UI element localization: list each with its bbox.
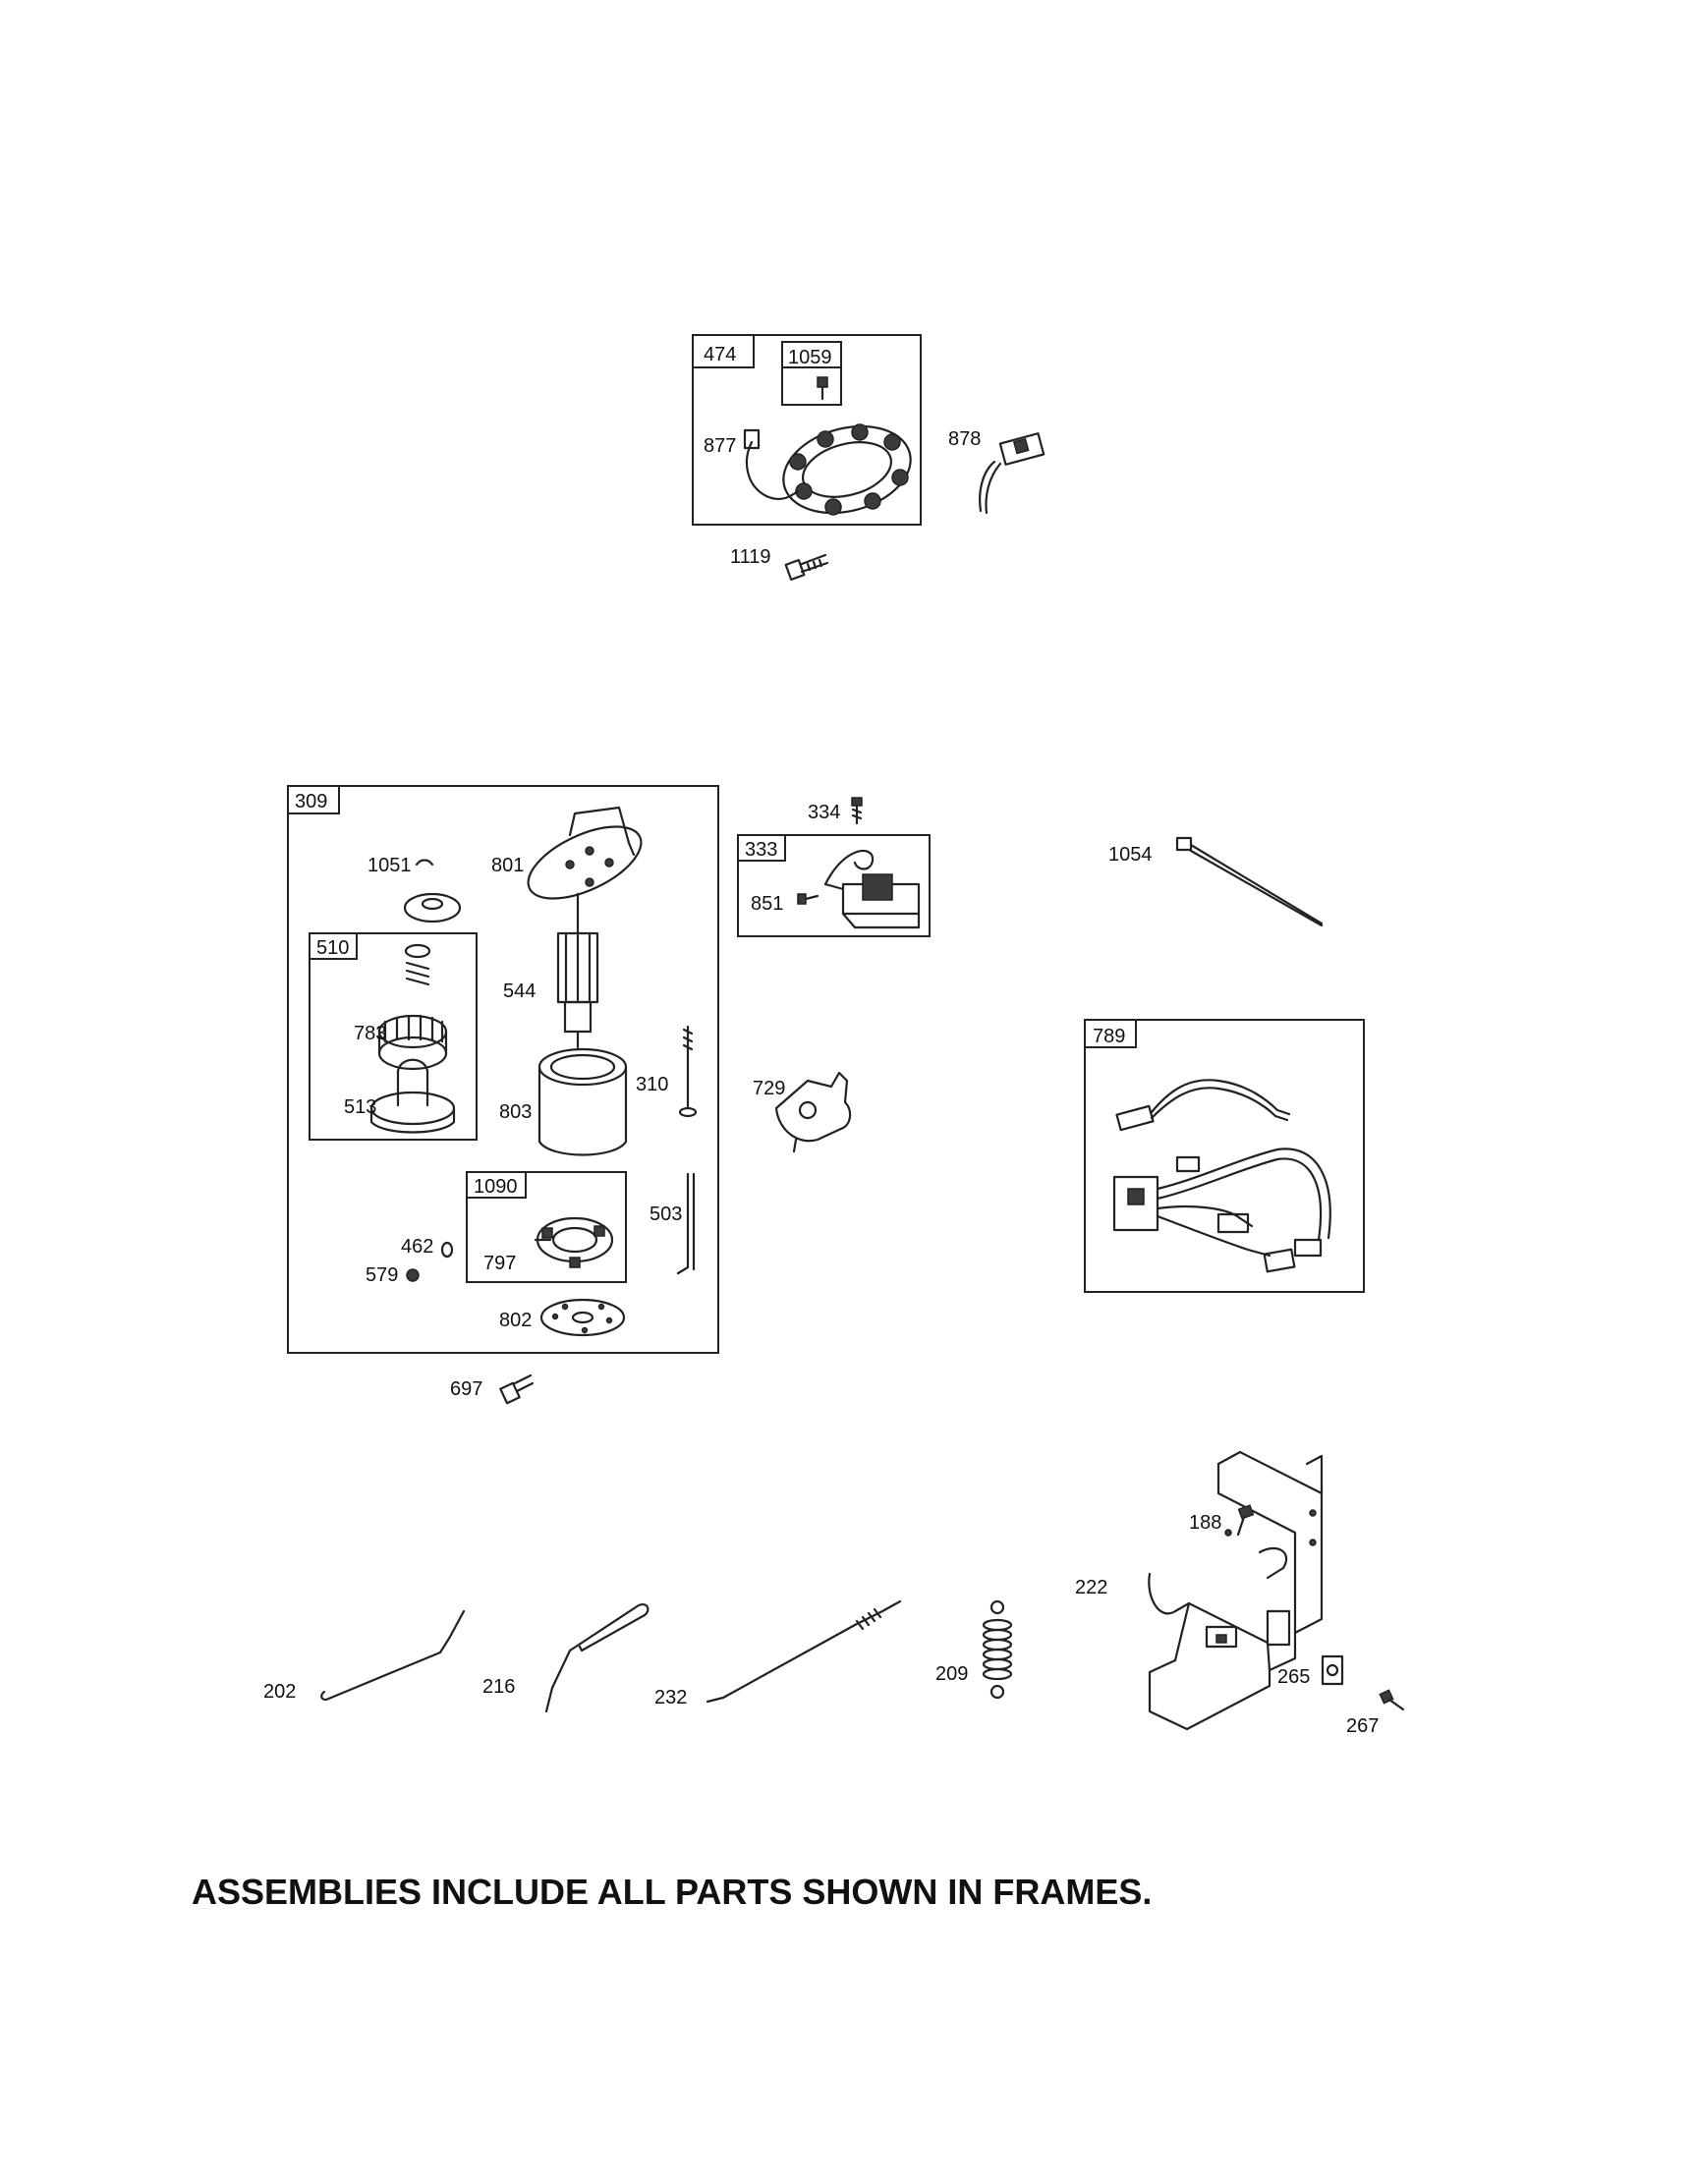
frame-label-1059: 1059 (788, 347, 832, 368)
gear-icon (377, 1014, 448, 1071)
callout-729: 729 (753, 1078, 785, 1099)
cable-tie-icon (1175, 836, 1324, 927)
callout-851: 851 (751, 893, 783, 915)
assemblies-note: ASSEMBLIES INCLUDE ALL PARTS SHOWN IN FR… (192, 1872, 1152, 1912)
frame-label-309: 309 (295, 791, 327, 812)
screw-icon (851, 797, 863, 825)
callout-579: 579 (366, 1264, 398, 1286)
screw-icon (817, 376, 828, 401)
callout-1051: 1051 (367, 855, 412, 876)
rod-icon (320, 1609, 466, 1702)
callout-783: 783 (354, 1023, 386, 1044)
callout-797: 797 (483, 1253, 516, 1274)
callout-232: 232 (654, 1687, 687, 1708)
callout-462: 462 (401, 1236, 433, 1258)
wire-harness-icon (1112, 1079, 1331, 1273)
nut-icon (406, 1268, 420, 1282)
control-bracket-icon (1148, 1450, 1324, 1731)
governor-spring-icon (982, 1599, 1013, 1700)
choke-cable-icon (706, 1599, 902, 1704)
brush-holder-icon (534, 1216, 614, 1268)
connector-icon (979, 432, 1045, 515)
callout-202: 202 (263, 1681, 296, 1703)
frame-309: 309 801 1051 544 (287, 785, 719, 1354)
callout-1054: 1054 (1108, 844, 1153, 866)
link-icon (544, 1603, 650, 1713)
frame-789: 789 (1084, 1019, 1365, 1293)
end-cap-icon (527, 806, 643, 900)
callout-209: 209 (935, 1663, 968, 1685)
screw-icon (1379, 1689, 1405, 1711)
through-bolt-icon (678, 1025, 698, 1118)
bracket-icon (774, 1071, 852, 1153)
ignition-coil-icon (823, 849, 921, 929)
stator-coil-icon (743, 423, 912, 516)
callout-503: 503 (650, 1204, 682, 1225)
frame-333: 333 851 (737, 834, 931, 937)
callout-877: 877 (704, 435, 736, 457)
callout-801: 801 (491, 855, 524, 876)
frame-474: 474 1059 (692, 334, 922, 526)
frame-label-474: 474 (704, 344, 736, 365)
callout-878: 878 (948, 428, 981, 450)
frame-label-789: 789 (1093, 1026, 1125, 1047)
callout-334: 334 (808, 802, 840, 823)
callout-265: 265 (1277, 1666, 1310, 1688)
end-plate-icon (539, 1298, 626, 1337)
cable-clamp-icon (1321, 1654, 1344, 1686)
frame-label-510: 510 (316, 937, 349, 959)
callout-803: 803 (499, 1101, 532, 1123)
callout-1119: 1119 (730, 546, 771, 568)
washer-icon (440, 1241, 454, 1259)
callout-544: 544 (503, 980, 536, 1002)
callout-188: 188 (1189, 1512, 1221, 1534)
housing-icon (537, 1047, 628, 1156)
callout-216: 216 (482, 1676, 515, 1698)
strap-icon (676, 1172, 696, 1275)
bolt-icon (499, 1373, 535, 1405)
frame-1090: 1090 797 (466, 1171, 627, 1283)
washer-icon (403, 892, 462, 924)
callout-513: 513 (344, 1096, 376, 1118)
callout-310: 310 (636, 1074, 668, 1095)
frame-510: 510 783 513 (309, 932, 478, 1141)
bolt-icon (784, 553, 829, 582)
drive-icon (369, 1058, 456, 1134)
screw-icon (1236, 1504, 1255, 1537)
screw-icon (797, 893, 819, 905)
callout-222: 222 (1075, 1577, 1107, 1598)
callout-267: 267 (1346, 1715, 1379, 1737)
frame-label-1090: 1090 (474, 1176, 518, 1198)
callout-802: 802 (499, 1310, 532, 1331)
frame-label-333: 333 (745, 839, 777, 861)
armature-icon (556, 892, 599, 1049)
spring-icon (404, 943, 431, 986)
clip-icon (415, 859, 434, 867)
callout-697: 697 (450, 1378, 482, 1400)
